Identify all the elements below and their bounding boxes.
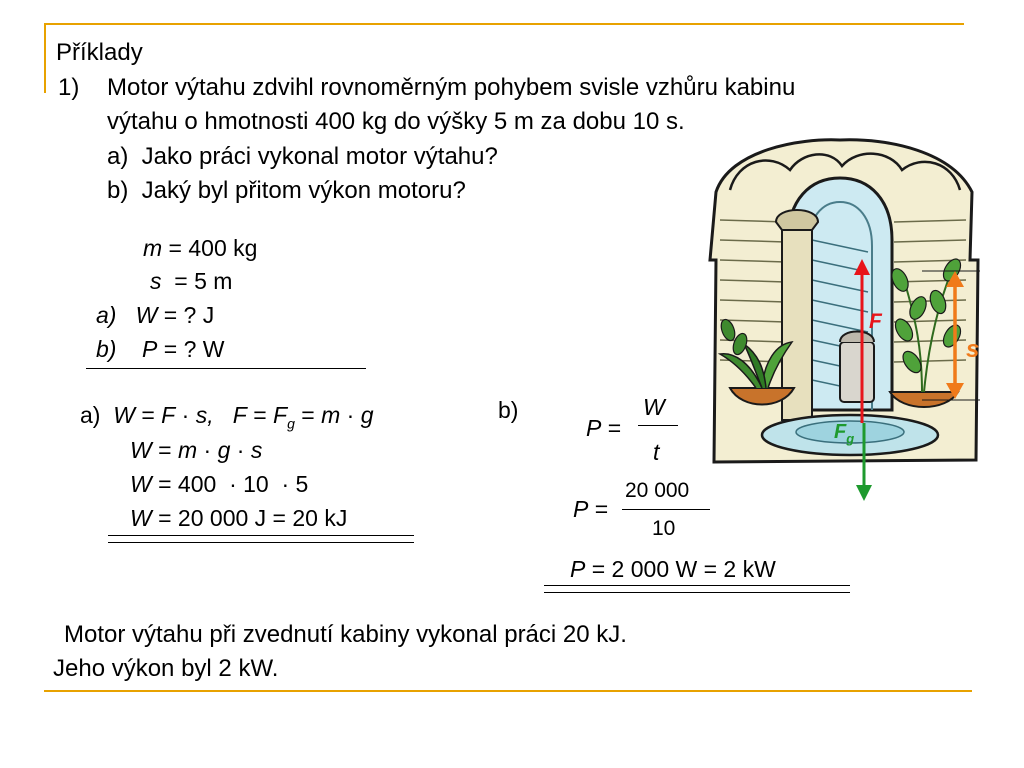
elevator-illustration [690,130,990,480]
slide-heading: Příklady [56,39,143,66]
given-work: a) W = ? J [96,302,215,328]
problem-line-2: výtahu o hmotnosti 400 kg do výšky 5 m z… [107,108,685,135]
force-up-label: F [869,310,882,333]
problem-line-1: Motor výtahu zdvihl rovnoměrným pohybem … [107,74,796,101]
given-distance: s = 5 m [150,268,233,294]
power-formula-bar [638,425,678,426]
power-formula-denominator: t [653,439,660,465]
solution-a-underline-1 [108,535,414,536]
left-rule [44,23,46,93]
given-power: b) P = ? W [96,336,225,362]
solution-a-line-1: a) W = F · s, F = Fg = m · g [80,402,374,432]
given-mass: m = 400 kg [143,235,258,261]
solution-a-line-3: W = 400 · 10 · 5 [130,471,309,497]
top-rule [44,23,964,25]
conclusion-line-2: Jeho výkon byl 2 kW. [53,655,279,682]
power-values-numerator: 20 000 [625,479,690,502]
solution-a-underline-2 [108,542,414,543]
power-values-lhs: P = [573,496,609,522]
force-gravity-label: Fg [834,421,855,446]
solution-b-underline-2 [544,592,850,593]
power-values-bar [622,509,710,510]
height-label: s [966,336,980,363]
force-diagram [840,255,990,505]
question-b: b) Jaký byl přitom výkon motoru? [107,177,466,204]
problem-number: 1) [58,74,80,101]
power-values-denominator: 10 [652,517,676,540]
power-formula-numerator: W [643,394,665,420]
question-a: a) Jako práci vykonal motor výtahu? [107,143,498,170]
bottom-rule [44,690,972,692]
solution-b-label: b) [498,397,519,423]
power-formula-lhs: P = [586,415,622,441]
solution-a-result: W = 20 000 J = 20 kJ [130,505,348,531]
given-separator [86,368,366,369]
solution-a-line-2: W = m · g · s [130,437,263,463]
solution-b-result: P = 2 000 W = 2 kW [570,556,776,582]
solution-b-underline-1 [544,585,850,586]
conclusion-line-1: Motor výtahu při zvednutí kabiny vykonal… [64,621,627,648]
